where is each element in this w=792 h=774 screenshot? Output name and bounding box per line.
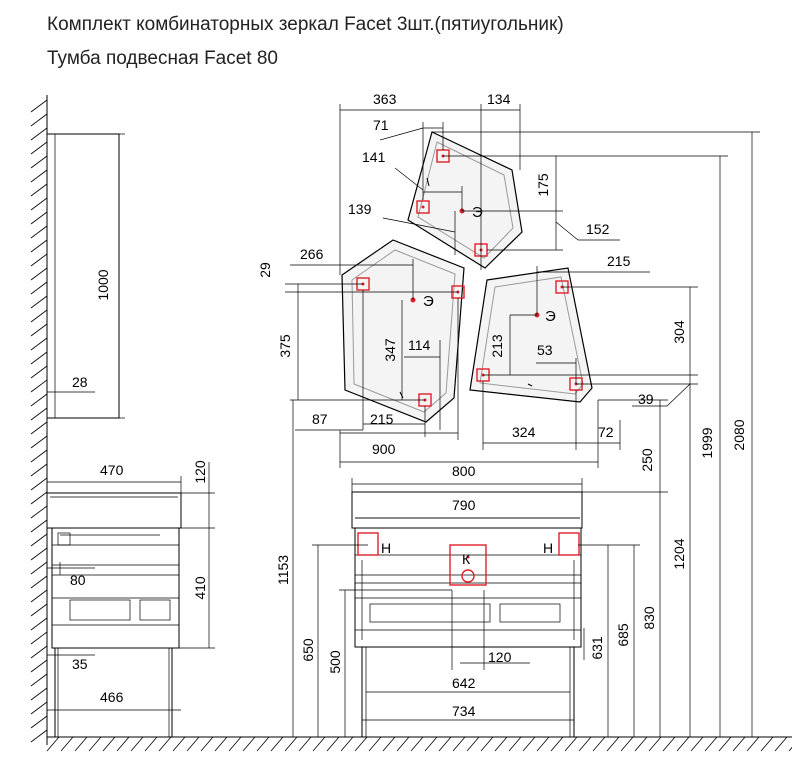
dim-363: 363 <box>373 91 397 107</box>
dim-152: 152 <box>586 221 610 237</box>
dim-685: 685 <box>615 623 631 647</box>
wall-hatch <box>30 95 48 745</box>
socket-symbol-left: Э <box>423 293 434 310</box>
dim-1204: 1204 <box>671 538 687 569</box>
cabinet-front-view <box>351 491 583 737</box>
cabinet-dimensions <box>292 131 760 737</box>
dim-top-height: 120 <box>192 460 208 484</box>
dim-213: 213 <box>489 334 505 358</box>
dim-250: 250 <box>639 448 655 472</box>
dim-mirror-height: 1000 <box>95 269 111 300</box>
floor-hatch <box>46 736 792 752</box>
dim-642: 642 <box>452 675 476 691</box>
dim-650: 650 <box>300 638 316 662</box>
dim-347: 347 <box>382 338 398 362</box>
dim-134: 134 <box>487 91 511 107</box>
dim-body-height: 410 <box>192 576 208 600</box>
dim-side-80: 80 <box>70 572 86 588</box>
drain-outlet <box>449 544 487 586</box>
socket-symbol-right: Э <box>545 308 556 325</box>
dim-87: 87 <box>312 411 328 427</box>
dim-734: 734 <box>452 703 476 719</box>
dim-114: 114 <box>408 337 431 353</box>
mirror-left <box>341 239 465 423</box>
hot-symbol-right: Н <box>543 540 553 556</box>
dim-324: 324 <box>512 424 536 440</box>
dim-120: 120 <box>488 649 512 665</box>
dim-1153: 1153 <box>275 555 291 585</box>
dim-mirror-depth: 28 <box>72 374 88 390</box>
mirror-dimensions <box>285 104 698 468</box>
water-inlet-right <box>558 532 580 556</box>
water-inlet-left <box>357 532 379 556</box>
dim-side-35: 35 <box>72 656 88 672</box>
title-cabinet: Тумба подвесная Facet 80 <box>47 48 278 69</box>
dim-72: 72 <box>598 424 614 440</box>
dim-790: 790 <box>452 497 476 513</box>
dim-175: 175 <box>535 173 551 197</box>
dim-cabinet-depth: 470 <box>100 462 124 478</box>
dim-leg-span: 466 <box>100 689 124 705</box>
dim-141: 141 <box>362 149 386 165</box>
dim-39: 39 <box>638 391 654 407</box>
dim-1999: 1999 <box>699 427 715 458</box>
dim-500: 500 <box>327 650 343 674</box>
mirror-top <box>407 131 523 269</box>
dim-71: 71 <box>373 117 389 133</box>
dim-830: 830 <box>641 606 657 630</box>
socket-symbol-top: Э <box>472 204 483 221</box>
dim-304: 304 <box>671 320 687 344</box>
dim-266: 266 <box>300 246 324 262</box>
dim-375: 375 <box>277 334 293 358</box>
dim-215-right: 215 <box>607 253 631 269</box>
title-mirror-set: Комплект комбинаторных зеркал Facet 3шт.… <box>47 14 564 35</box>
dim-631: 631 <box>589 636 605 660</box>
dim-215-left: 215 <box>370 411 394 427</box>
dim-29: 29 <box>257 262 273 278</box>
hot-symbol-left: Н <box>381 540 391 556</box>
dim-800: 800 <box>452 463 476 479</box>
mirror-right <box>469 267 593 403</box>
dim-53: 53 <box>537 342 553 358</box>
cabinet-side-view <box>46 492 182 737</box>
dim-2080: 2080 <box>731 419 747 450</box>
dim-139: 139 <box>348 201 372 217</box>
dim-900: 900 <box>372 441 396 457</box>
drain-symbol: К <box>462 551 471 567</box>
